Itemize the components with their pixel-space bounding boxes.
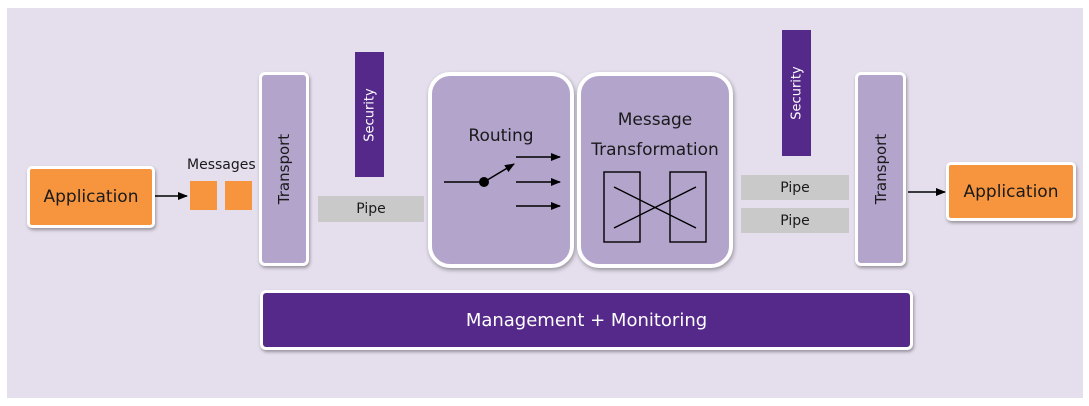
right-transport-label: Transport [871, 133, 890, 205]
message-transformation-panel: Message Transformation [577, 72, 733, 268]
right-application-label: Application [963, 181, 1059, 202]
right-pipe-top: Pipe [741, 175, 849, 200]
routing-switch-icon [444, 153, 561, 210]
right-pipe-bottom-label: Pipe [780, 212, 810, 229]
left-security-bar: Security [355, 52, 384, 177]
right-pipe-bottom: Pipe [741, 208, 849, 233]
management-monitoring-bar: Management + Monitoring [260, 290, 913, 350]
routing-panel: Routing [428, 72, 574, 268]
messages-label: Messages [187, 157, 256, 173]
left-application-label: Application [43, 187, 139, 207]
left-pipe-label: Pipe [356, 201, 386, 217]
transformation-label-line2: Transformation [591, 140, 719, 160]
transformation-label-line1: Message [617, 110, 693, 130]
message-square [190, 181, 217, 210]
right-security-label: Security [789, 66, 804, 120]
right-security-bar: Security [782, 30, 811, 156]
right-application-box: Application [946, 162, 1076, 221]
message-square [225, 181, 252, 210]
routing-label: Routing [468, 126, 534, 146]
right-transport-box: Transport [855, 72, 906, 266]
left-application-box: Application [27, 166, 155, 228]
left-transport-label: Transport [275, 133, 293, 205]
left-pipe: Pipe [318, 196, 424, 222]
right-pipe-top-label: Pipe [780, 179, 810, 196]
left-security-label: Security [362, 87, 377, 142]
management-monitoring-label: Management + Monitoring [465, 309, 708, 331]
transformation-icon [603, 171, 707, 243]
left-transport-box: Transport [259, 72, 309, 266]
